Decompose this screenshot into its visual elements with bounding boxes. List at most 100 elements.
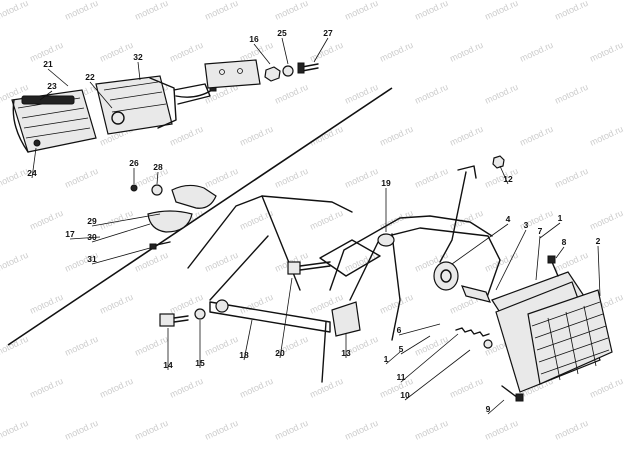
watermark-text: motod.ru <box>553 0 589 22</box>
callout-21: 21 <box>43 59 53 69</box>
watermark-text: motod.ru <box>168 124 204 148</box>
leader-line-4 <box>451 223 509 265</box>
watermark-text: motod.ru <box>588 124 624 148</box>
watermark-text: motod.ru <box>168 376 204 400</box>
watermark-text: motod.ru <box>0 334 30 358</box>
watermark-text: motod.ru <box>483 418 519 442</box>
callout-10: 10 <box>400 390 410 400</box>
watermark-text: motod.ru <box>168 40 204 64</box>
callout-2: 2 <box>596 236 601 246</box>
watermark-text: motod.ru <box>0 250 30 274</box>
watermark-text: motod.ru <box>343 82 379 106</box>
watermark-text: motod.ru <box>0 418 30 442</box>
leader-line-22 <box>89 81 113 109</box>
leader-line-24 <box>31 147 37 179</box>
watermark-text: motod.ru <box>413 0 449 22</box>
callout-32: 32 <box>133 52 143 62</box>
leader-line-5 <box>400 335 431 355</box>
leader-line-21 <box>47 68 69 87</box>
leader-line-16 <box>253 43 271 65</box>
leader-line-12 <box>499 165 509 185</box>
callout-28: 28 <box>153 162 163 172</box>
callout-27: 27 <box>323 28 333 38</box>
callout-23: 23 <box>47 81 57 91</box>
watermark-text: motod.ru <box>63 418 99 442</box>
watermark-text: motod.ru <box>0 166 30 190</box>
watermark-text: motod.ru <box>588 208 624 232</box>
callout-16: 16 <box>249 34 259 44</box>
callout-26: 26 <box>129 158 139 168</box>
leader-line-29 <box>91 213 161 227</box>
watermark-text: motod.ru <box>273 82 309 106</box>
watermark-text: motod.ru <box>133 166 169 190</box>
watermark-text: motod.ru <box>413 418 449 442</box>
watermark-text: motod.ru <box>343 0 379 22</box>
watermark-text: motod.ru <box>273 166 309 190</box>
watermark-text: motod.ru <box>63 0 99 22</box>
callout-6: 6 <box>397 325 402 335</box>
leader-line-1b <box>385 351 401 365</box>
section-divider <box>7 87 393 346</box>
callout-8: 8 <box>562 237 567 247</box>
callout-20: 20 <box>275 348 285 358</box>
watermark-text: motod.ru <box>343 418 379 442</box>
callout-5: 5 <box>399 344 404 354</box>
leader-line-18 <box>243 319 253 361</box>
callout-17: 17 <box>65 229 75 239</box>
callout-25: 25 <box>277 28 287 38</box>
watermark-text: motod.ru <box>28 376 64 400</box>
callout-11: 11 <box>397 372 406 382</box>
watermark-text: motod.ru <box>238 208 274 232</box>
watermark-text: motod.ru <box>483 82 519 106</box>
watermark-text: motod.ru <box>308 208 344 232</box>
leader-line-17 <box>69 236 101 240</box>
watermark-text: motod.ru <box>553 82 589 106</box>
callout-22: 22 <box>85 72 95 82</box>
watermark-text: motod.ru <box>98 292 134 316</box>
side-reflector-assembly <box>130 184 217 250</box>
leader-line-30 <box>91 223 151 243</box>
watermark-text: motod.ru <box>0 0 30 22</box>
leader-line-2 <box>597 245 601 297</box>
callout-29: 29 <box>87 216 97 226</box>
watermark-text: motod.ru <box>448 124 484 148</box>
watermark-text: motod.ru <box>203 334 239 358</box>
front-frame-assembly <box>159 155 613 402</box>
watermark-text: motod.ru <box>378 292 414 316</box>
leader-line-10 <box>404 349 471 401</box>
watermark-text: motod.ru <box>448 40 484 64</box>
watermark-text: motod.ru <box>273 0 309 22</box>
tail-light-assembly <box>11 59 319 153</box>
leader-line-31 <box>91 247 151 265</box>
callout-14: 14 <box>163 360 173 370</box>
leader-line-7 <box>535 235 541 281</box>
watermark-text: motod.ru <box>553 418 589 442</box>
watermark-text: motod.ru <box>28 292 64 316</box>
callout-12: 12 <box>503 174 513 184</box>
watermark-text: motod.ru <box>98 40 134 64</box>
callout-13: 13 <box>341 348 351 358</box>
leader-line-23 <box>39 90 53 101</box>
watermark-text: motod.ru <box>203 166 239 190</box>
leader-line-1 <box>539 222 561 239</box>
watermark-text: motod.ru <box>238 376 274 400</box>
callout-15: 15 <box>195 358 205 368</box>
callout-1: 1 <box>558 213 563 223</box>
watermark-text: motod.ru <box>588 376 624 400</box>
watermark-text: motod.ru <box>378 124 414 148</box>
watermark-text: motod.ru <box>413 82 449 106</box>
leader-line-3 <box>495 229 527 291</box>
callout-18: 18 <box>239 350 249 360</box>
watermark-text: motod.ru <box>133 250 169 274</box>
leader-line-25 <box>281 37 289 65</box>
callout-19: 19 <box>381 178 391 188</box>
watermark-text: motod.ru <box>308 124 344 148</box>
leader-line-6 <box>398 323 441 336</box>
watermark-text: motod.ru <box>413 166 449 190</box>
watermark-text: motod.ru <box>238 124 274 148</box>
watermark-text: motod.ru <box>98 376 134 400</box>
watermark-text: motod.ru <box>133 0 169 22</box>
leader-line-27 <box>313 37 329 63</box>
